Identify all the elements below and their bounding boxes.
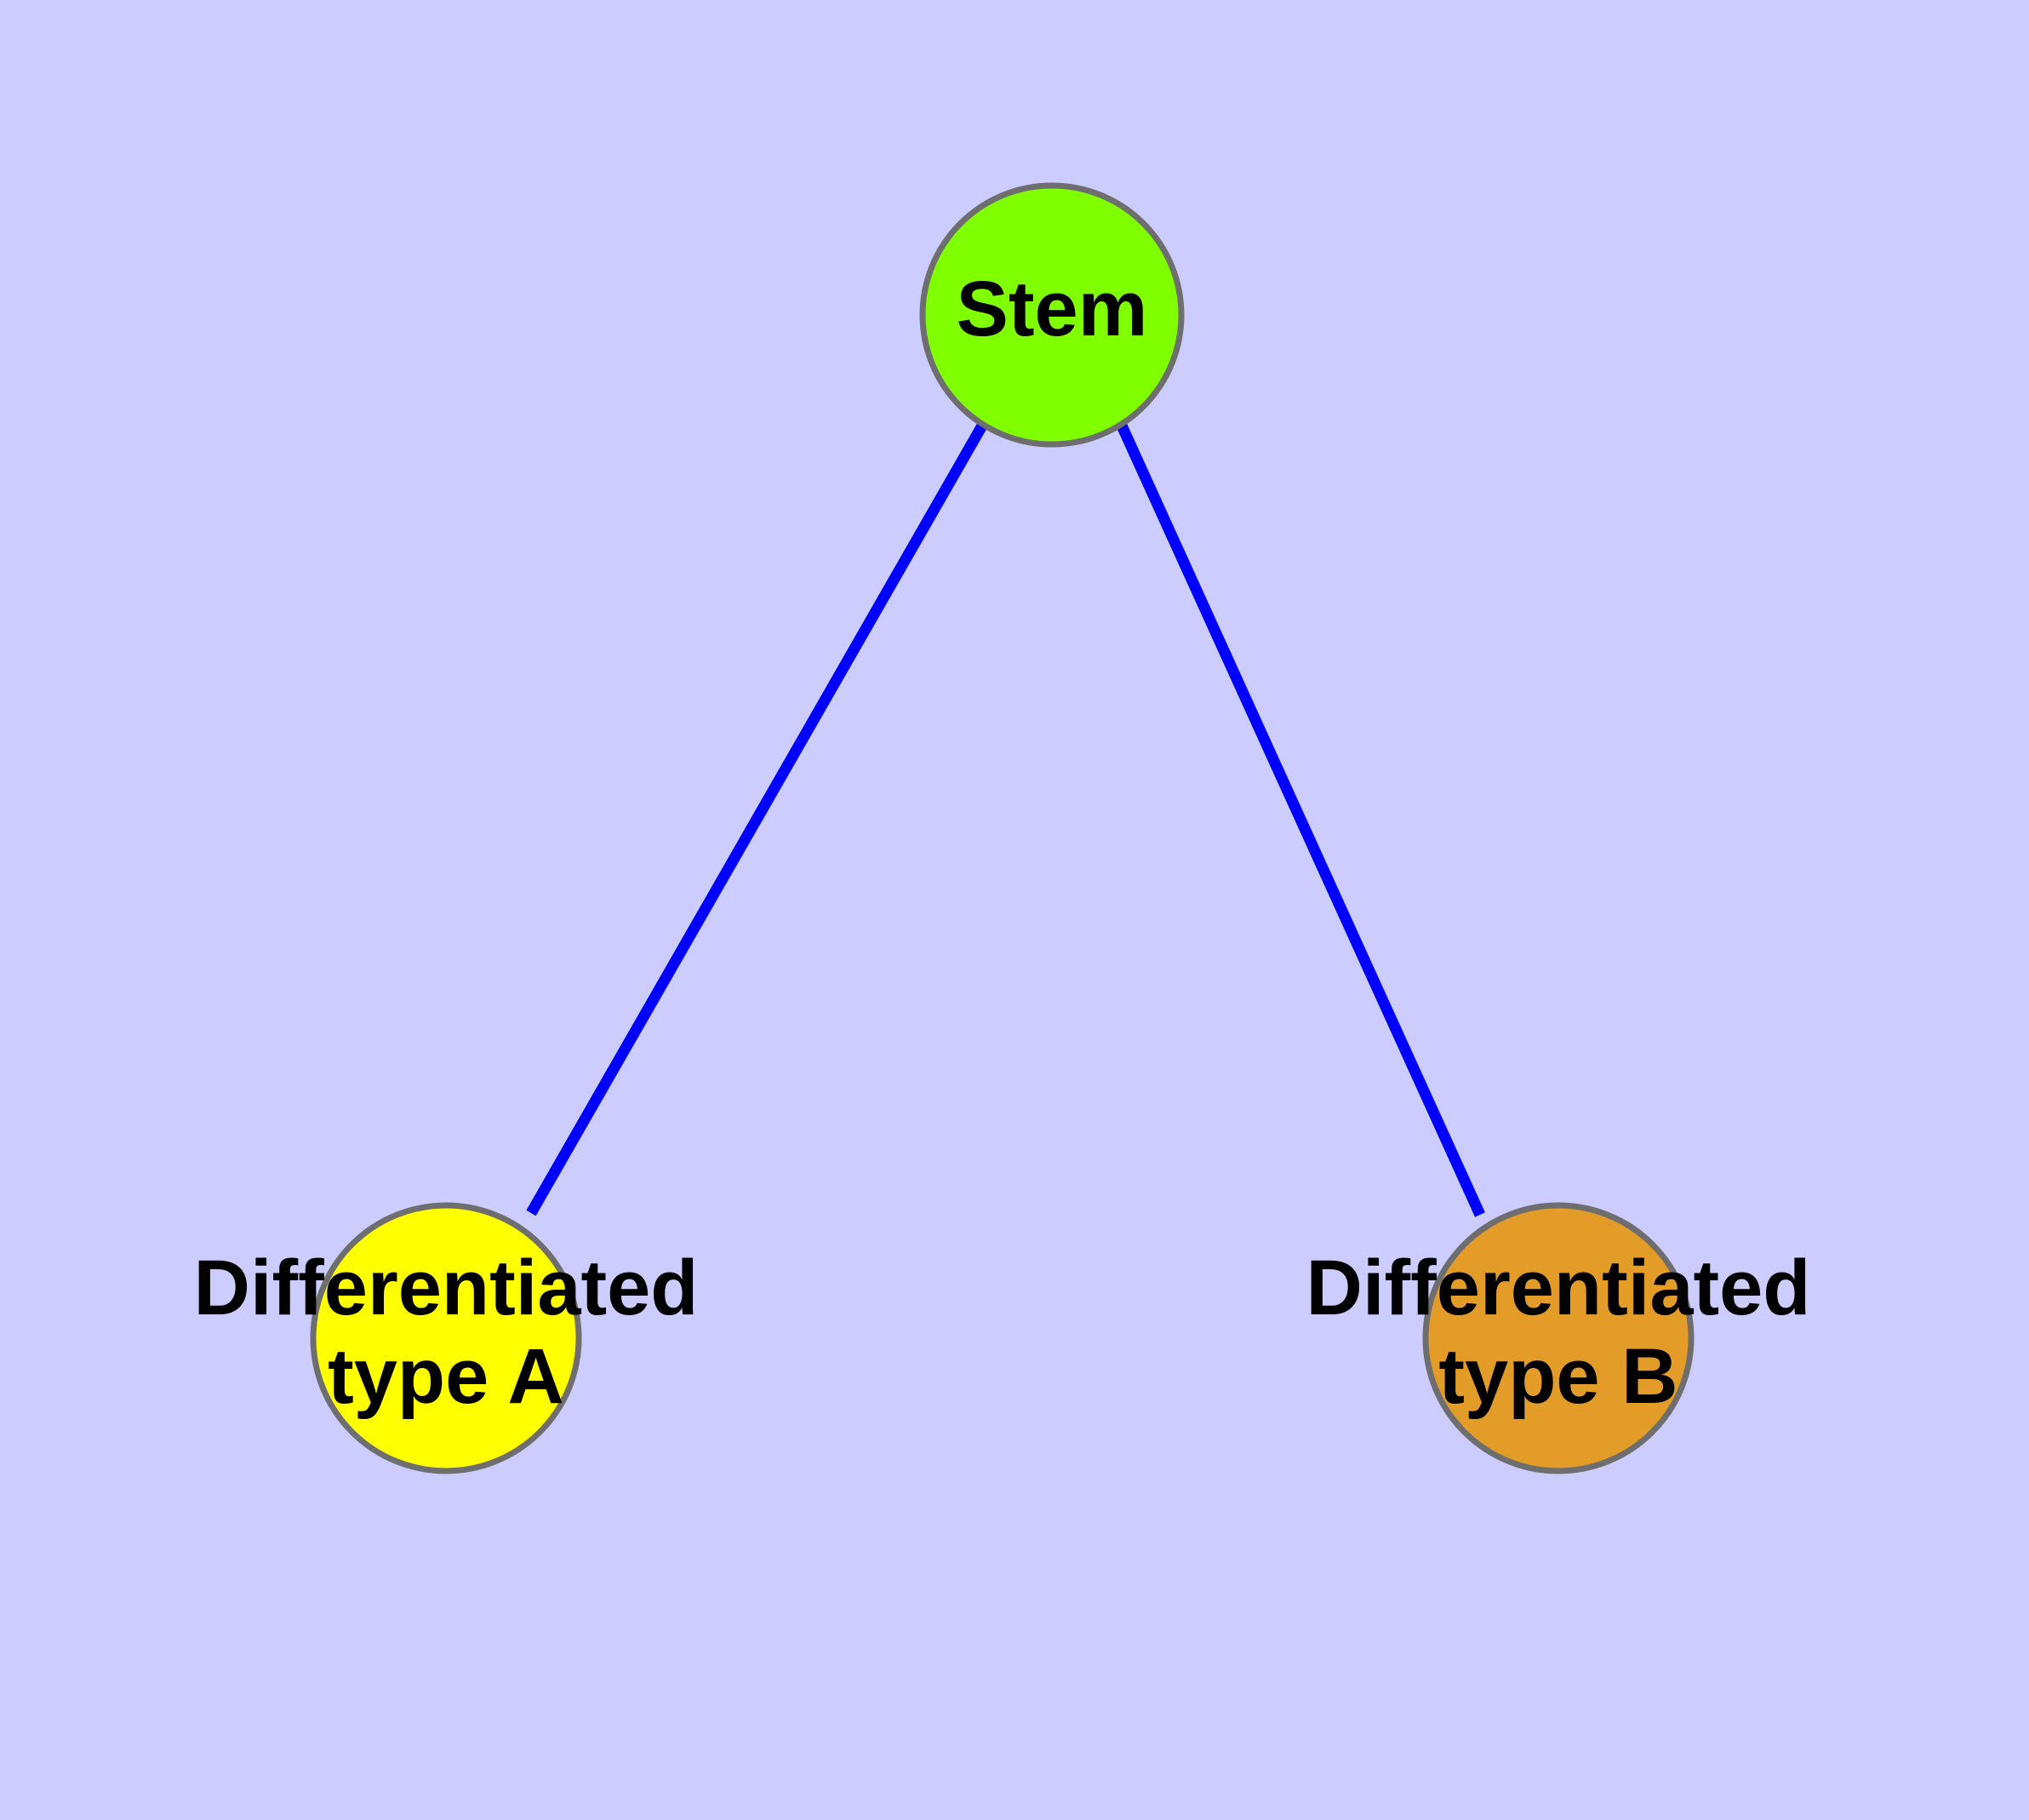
node-stem[interactable]: [919, 182, 1185, 448]
edge-stem-to-differentiated-type-a[interactable]: [526, 422, 987, 1216]
node-differentiated-type-b-circle[interactable]: [1422, 1202, 1695, 1474]
label-line: type A: [328, 1333, 564, 1420]
nodes-group: [310, 182, 1695, 1474]
label-line: Differentiated: [1306, 1245, 1811, 1331]
node-differentiated-type-a[interactable]: [310, 1202, 582, 1474]
label-line: type B: [1438, 1333, 1677, 1420]
edges-group: [526, 422, 1485, 1217]
node-stem-label: Stem: [957, 266, 1148, 352]
node-stem-circle[interactable]: [919, 182, 1185, 448]
node-differentiated-type-a-circle[interactable]: [310, 1202, 582, 1474]
edge-stem-to-differentiated-type-b[interactable]: [1117, 423, 1485, 1217]
label-line: Stem: [957, 266, 1148, 352]
node-differentiated-type-b[interactable]: [1422, 1202, 1695, 1474]
label-line: Differentiated: [194, 1245, 699, 1331]
